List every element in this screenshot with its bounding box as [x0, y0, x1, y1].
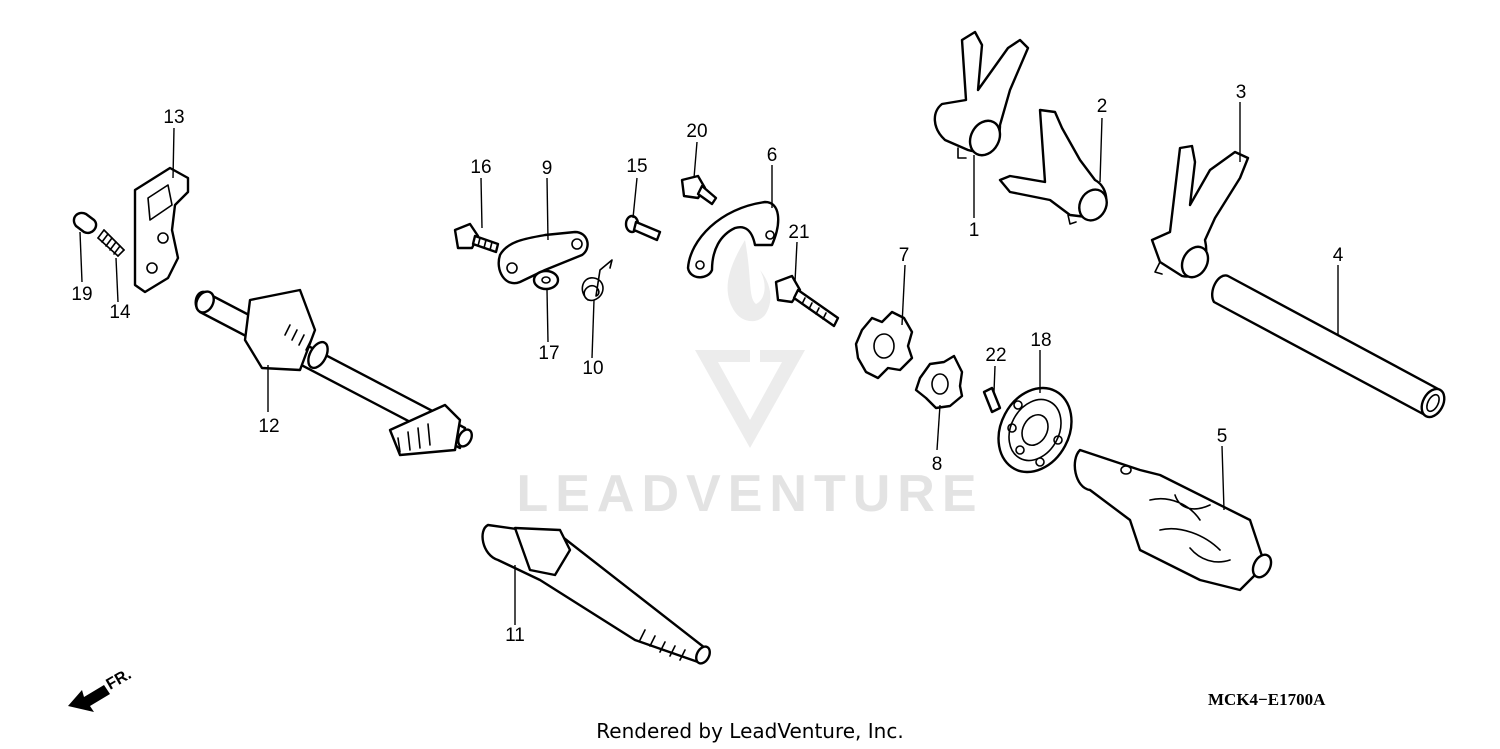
leadventure-watermark: LEADVENTURE: [516, 240, 983, 523]
callout-9: 9: [542, 158, 553, 179]
callout-2: 2: [1097, 96, 1108, 117]
part-16-bolt: [453, 222, 500, 254]
part-22-pin: [982, 386, 1002, 414]
footer-credit: Rendered by LeadVenture, Inc.: [596, 719, 903, 743]
callout-numbers: 1 2 3 4 5 6 7 8 9 10 11 12 13 14 15 16 1…: [71, 82, 1343, 646]
part-10-spring: [581, 259, 613, 302]
part-8-shift-drum-cam: [914, 354, 964, 410]
part-5-shift-drum: [1073, 448, 1273, 592]
part-12-shift-spindle: [194, 288, 473, 457]
part-18-bearing: [997, 386, 1073, 474]
watermark-text: LEADVENTURE: [516, 465, 983, 523]
part-9-stopper-arm: [497, 230, 589, 285]
callout-6: 6: [767, 145, 778, 166]
callout-1: 1: [969, 220, 980, 241]
callout-13: 13: [163, 107, 184, 128]
part-14-spring: [97, 229, 125, 257]
part-19-clip: [72, 211, 98, 235]
callout-14: 14: [109, 302, 131, 323]
part-3-shift-fork: [1150, 144, 1250, 279]
part-21-bolt: [774, 274, 840, 328]
callout-7: 7: [899, 245, 910, 266]
callout-8: 8: [932, 454, 943, 475]
leader-lines: [79, 102, 1339, 625]
callout-12: 12: [258, 416, 279, 437]
callout-11: 11: [505, 625, 525, 646]
callout-18: 18: [1030, 330, 1051, 351]
part-7-stopper-plate: [854, 310, 914, 380]
callout-22: 22: [985, 345, 1006, 366]
diagram-code: MCK4−E1700A: [1208, 690, 1326, 709]
callout-5: 5: [1217, 426, 1228, 447]
part-2-shift-fork: [998, 108, 1108, 225]
callout-15: 15: [626, 156, 647, 177]
callout-16: 16: [470, 157, 491, 178]
part-13-plate: [133, 166, 190, 294]
part-20-bolt: [680, 174, 718, 206]
callout-4: 4: [1333, 245, 1344, 266]
part-4-fork-shaft: [1211, 274, 1446, 419]
callout-3: 3: [1236, 82, 1247, 103]
callout-21: 21: [788, 222, 809, 243]
callout-19: 19: [71, 284, 92, 305]
front-direction-indicator: FR.: [68, 666, 134, 712]
watermark-logo-icon: [695, 240, 805, 448]
callout-17: 17: [538, 343, 559, 364]
callout-20: 20: [686, 121, 707, 142]
part-11-gearshift-spindle: [481, 523, 711, 665]
part-6-plate: [686, 200, 780, 279]
part-1-shift-fork: [933, 30, 1030, 159]
part-17-washer: [532, 269, 560, 291]
callout-10: 10: [582, 358, 603, 379]
front-arrow-icon: [68, 685, 110, 712]
front-label: FR.: [104, 666, 135, 694]
part-15-screw: [624, 214, 662, 242]
